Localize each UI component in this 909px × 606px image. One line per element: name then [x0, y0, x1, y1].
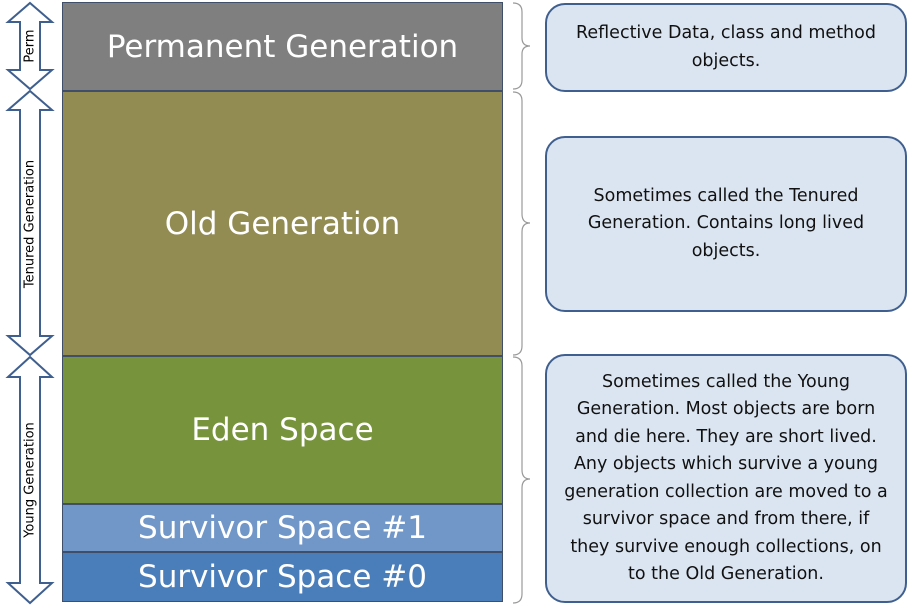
survivor-space-1-label: Survivor Space #1 — [138, 510, 427, 546]
perm-brace — [512, 2, 531, 90]
young-generation-callout: Sometimes called the Young Generation. M… — [545, 354, 907, 603]
permanent-generation-block: Permanent Generation — [62, 2, 503, 91]
perm-callout-text: Reflective Data, class and method object… — [576, 23, 876, 71]
eden-space-block: Eden Space — [62, 356, 503, 504]
young-double-arrow — [5, 355, 55, 605]
survivor-space-0-block: Survivor Space #0 — [62, 552, 503, 602]
old-generation-callout: Sometimes called the Tenured Generation.… — [545, 136, 907, 312]
perm-side-label: Perm — [22, 29, 38, 63]
eden-space-label: Eden Space — [191, 412, 374, 448]
old-generation-callout-text: Sometimes called the Tenured Generation.… — [587, 185, 865, 261]
young-generation-callout-text: Sometimes called the Young Generation. M… — [564, 371, 888, 585]
perm-double-arrow — [5, 1, 55, 91]
old-generation-label: Old Generation — [164, 205, 401, 242]
young-brace — [512, 356, 531, 604]
old-brace — [512, 91, 531, 356]
perm-callout: Reflective Data, class and method object… — [545, 3, 907, 92]
young-side-label: Young Generation — [22, 422, 38, 538]
old-generation-block: Old Generation — [62, 91, 503, 356]
survivor-space-0-label: Survivor Space #0 — [138, 559, 427, 595]
tenured-side-label: Tenured Generation — [22, 159, 38, 289]
permanent-generation-label: Permanent Generation — [106, 28, 459, 65]
survivor-space-1-block: Survivor Space #1 — [62, 504, 503, 552]
tenured-double-arrow — [5, 89, 55, 357]
